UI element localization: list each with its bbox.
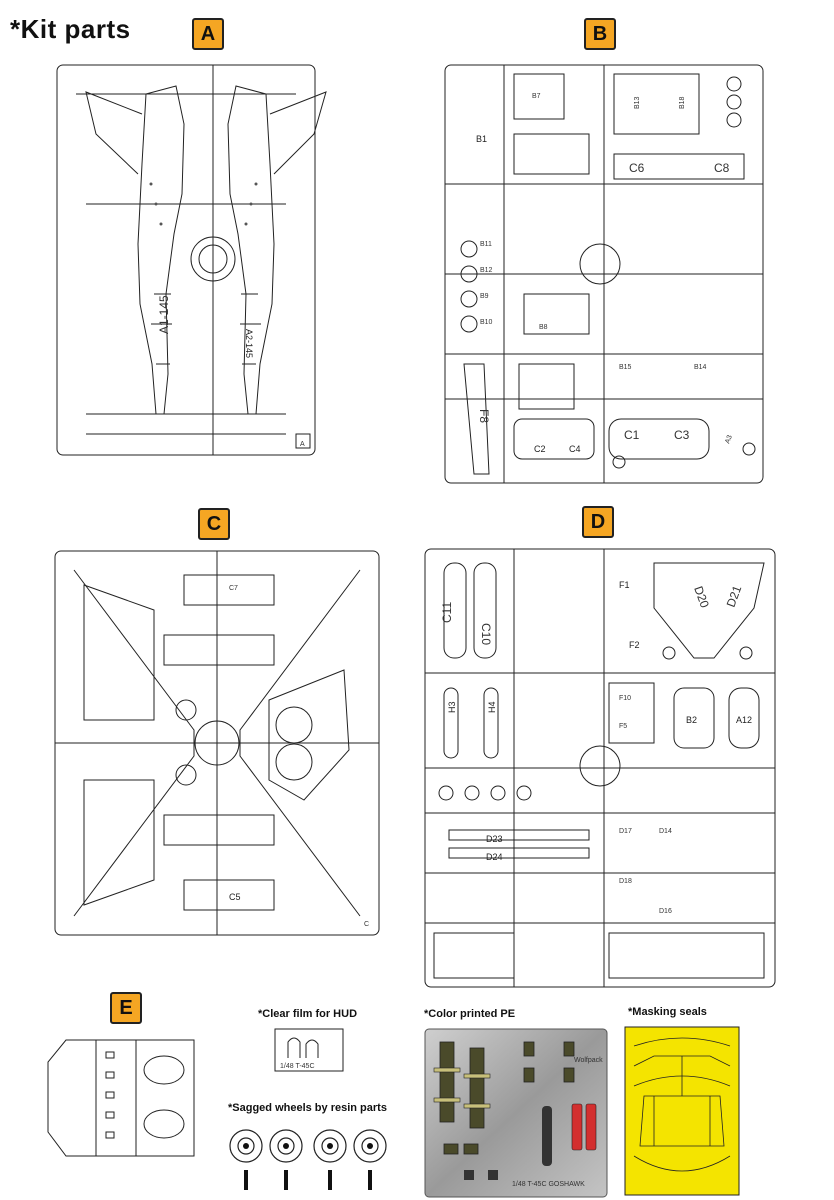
part-label-d-b2: B2 <box>686 715 697 725</box>
part-label-c-c7: C7 <box>229 585 238 592</box>
color-pe-title: *Color printed PE <box>424 1008 516 1020</box>
part-label-d-d24: D24 <box>486 852 503 862</box>
part-label-b-b1: B1 <box>476 134 487 144</box>
part-label-d-f10: F10 <box>619 695 631 702</box>
part-label-a1: A1-145 <box>157 295 171 334</box>
page-title: *Kit parts <box>10 14 131 44</box>
part-label-d-d14: D14 <box>659 828 672 835</box>
part-label-b-c4: C4 <box>569 444 581 454</box>
part-label-b-c6: C6 <box>629 161 645 175</box>
part-label-b-f8: F8 <box>477 409 491 423</box>
part-label-b-b13: B13 <box>634 96 641 109</box>
part-label-d-c11: C11 <box>440 602 454 623</box>
sprue-c-badge: C <box>198 508 230 540</box>
part-label-b-c1: C1 <box>624 428 640 442</box>
part-label-b-b15: B15 <box>619 364 632 371</box>
part-label-d-a12: A12 <box>736 715 752 725</box>
pe-brand: Wolfpack <box>574 1057 603 1064</box>
sprue-b-drawing: C6 C8 C1 C3 C2 C4 F8 A3 B13 B18 B11 B12 … <box>444 64 764 484</box>
sagged-wheels-drawing <box>229 1129 387 1190</box>
sprue-b-badge: B <box>584 18 616 50</box>
part-label-d-f1: F1 <box>619 580 630 590</box>
part-label-b-c3: C3 <box>674 428 690 442</box>
part-label-b-a3: A3 <box>724 434 734 445</box>
masking-drawing <box>624 1026 740 1196</box>
sprue-d-badge: D <box>582 506 614 538</box>
sprue-e-drawing <box>47 1039 195 1157</box>
part-label-d-h4: H4 <box>487 701 497 713</box>
sprue-a-corner: A <box>300 441 305 448</box>
part-label-b-c8: C8 <box>714 161 730 175</box>
part-label-a2: A2-145 <box>244 329 254 358</box>
part-label-b-b7: B7 <box>532 93 541 100</box>
part-label-b-b14: B14 <box>694 364 707 371</box>
sprue-e-badge: E <box>110 992 142 1024</box>
part-label-b-b10: B10 <box>480 319 493 326</box>
color-pe-drawing: 1/48 T-45C GOSHAWK Wolfpack <box>424 1028 608 1198</box>
part-label-b-b9: B9 <box>480 293 489 300</box>
clear-film-title: *Clear film for HUD <box>258 1008 358 1020</box>
part-label-d-d21: D21 <box>724 583 745 609</box>
sprue-a-badge: A <box>192 18 224 50</box>
part-label-d-h3: H3 <box>447 701 457 713</box>
part-label-d-d20: D20 <box>691 584 712 610</box>
part-label-b-b8: B8 <box>539 324 548 331</box>
sagged-wheels-title: *Sagged wheels by resin parts <box>228 1102 387 1114</box>
sprue-c-corner: C <box>364 921 369 928</box>
part-label-c-c5: C5 <box>229 892 241 902</box>
clear-film-label: 1/48 T-45C <box>280 1063 315 1070</box>
pe-label: 1/48 T-45C GOSHAWK <box>512 1181 585 1188</box>
part-label-d-f5: F5 <box>619 723 627 730</box>
part-label-d-d18: D18 <box>619 878 632 885</box>
part-label-b-b11: B11 <box>480 241 492 248</box>
sprue-a-drawing: A1-145 A2-145 A <box>56 64 327 456</box>
sprue-d-drawing: C11 C10 D20 D21 F1 F2 H3 H4 F10 F5 B2 A1… <box>424 548 776 988</box>
masking-title: *Masking seals <box>628 1006 707 1018</box>
part-label-d-c10: C10 <box>479 623 493 645</box>
clear-film-drawing: 1/48 T-45C <box>274 1028 344 1072</box>
sprue-c-drawing: C5 C7 C <box>54 550 380 936</box>
part-label-d-d23: D23 <box>486 834 503 844</box>
part-label-d-d17: D17 <box>619 828 632 835</box>
part-label-b-c2: C2 <box>534 444 546 454</box>
part-label-d-d16: D16 <box>659 908 672 915</box>
part-label-b-b12: B12 <box>480 267 493 274</box>
part-label-d-f2: F2 <box>629 640 640 650</box>
part-label-b-b18: B18 <box>679 96 686 109</box>
